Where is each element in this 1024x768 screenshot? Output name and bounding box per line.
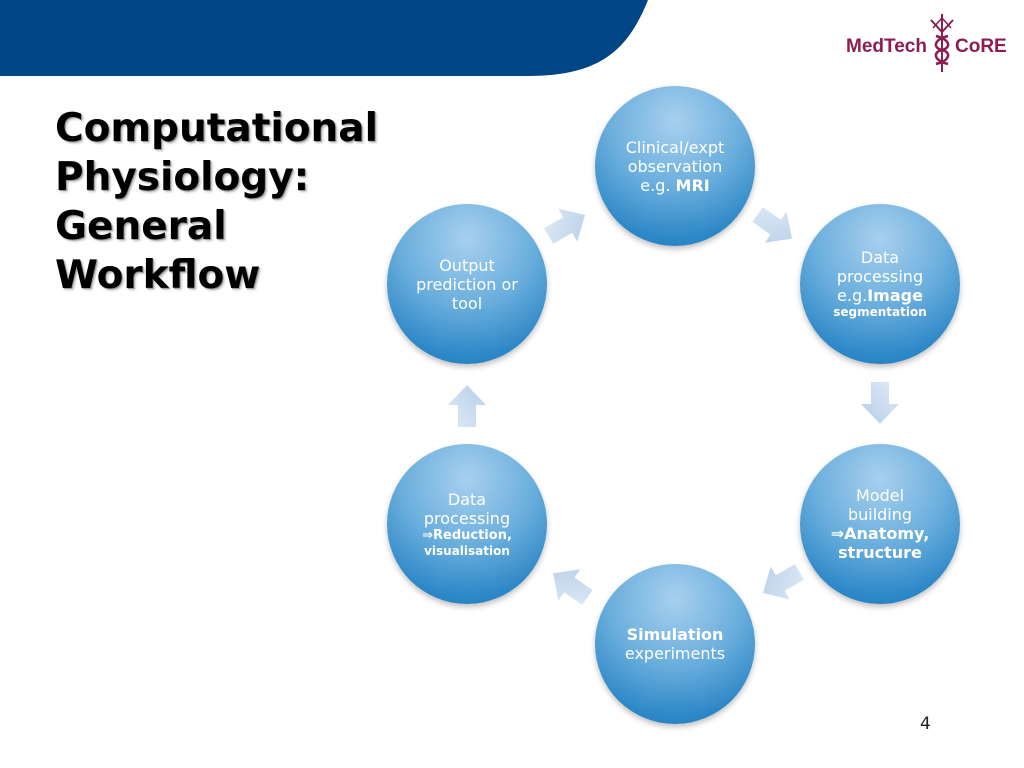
node-data-processing-segmentation: Data processing e.g.Image segmentation	[800, 204, 960, 364]
node-simulation-experiments: Simulation experiments	[595, 564, 755, 724]
node-model-line-2: building	[847, 505, 913, 524]
arrow-clinical-to-data	[752, 207, 793, 243]
node-model-line-3: ⇒Anatomy,	[830, 524, 930, 543]
arrow-reduction-to-output	[448, 385, 486, 427]
node-output-line-1: Output	[439, 255, 495, 275]
arrow-output-to-clinical	[544, 208, 586, 244]
node-model-line-1: Model	[855, 486, 905, 505]
arrow-simulation-to-reduction	[552, 569, 593, 605]
node-data-line-2: processing	[836, 267, 924, 286]
node-output-line-2: prediction or	[416, 274, 518, 294]
arrow-data-to-model	[861, 382, 899, 424]
logo-text-medtech: MedTech	[846, 36, 927, 57]
node-simulation-line-1: Simulation	[626, 625, 724, 644]
node-model-building: Model building ⇒Anatomy, structure	[800, 444, 960, 604]
title-line-3: General	[55, 204, 227, 249]
node-clinical-line-3: e.g. MRI	[640, 175, 710, 195]
node-clinical-line-2: observation	[627, 156, 723, 176]
header-banner	[0, 0, 648, 76]
node-reduction-line-1: Data	[447, 489, 487, 509]
node-reduction-line-3: ⇒Reduction,	[422, 527, 512, 543]
node-simulation-line-2: experiments	[624, 644, 726, 663]
title-line-4: Workflow	[55, 253, 261, 298]
title-line-1: Computational	[55, 106, 378, 151]
arrow-model-to-simulation	[762, 564, 804, 600]
node-output-prediction: Output prediction or tool	[387, 204, 547, 364]
node-clinical-line-1: Clinical/expt	[625, 137, 725, 157]
node-reduction-line-2: processing	[423, 508, 511, 528]
node-clinical-observation: Clinical/expt observation e.g. MRI	[595, 86, 755, 246]
node-model-line-4: structure	[838, 543, 922, 562]
node-output-line-3: tool	[451, 293, 483, 313]
title-line-2: Physiology:	[55, 155, 310, 200]
node-data-line-1: Data	[860, 248, 900, 267]
node-data-line-4: segmentation	[833, 305, 927, 319]
medtech-core-logo: MedTech CoRE	[842, 8, 1017, 74]
slide-title: Computational Physiology: General Workfl…	[55, 104, 455, 300]
node-data-line-3: e.g.Image	[837, 286, 923, 305]
page-number: 4	[920, 714, 931, 734]
caduceus-icon	[930, 14, 954, 72]
node-data-processing-reduction: Data processing ⇒Reduction, visualisatio…	[387, 444, 547, 604]
logo-text-core: CoRE	[955, 36, 1007, 57]
node-reduction-line-4: visualisation	[424, 543, 510, 558]
